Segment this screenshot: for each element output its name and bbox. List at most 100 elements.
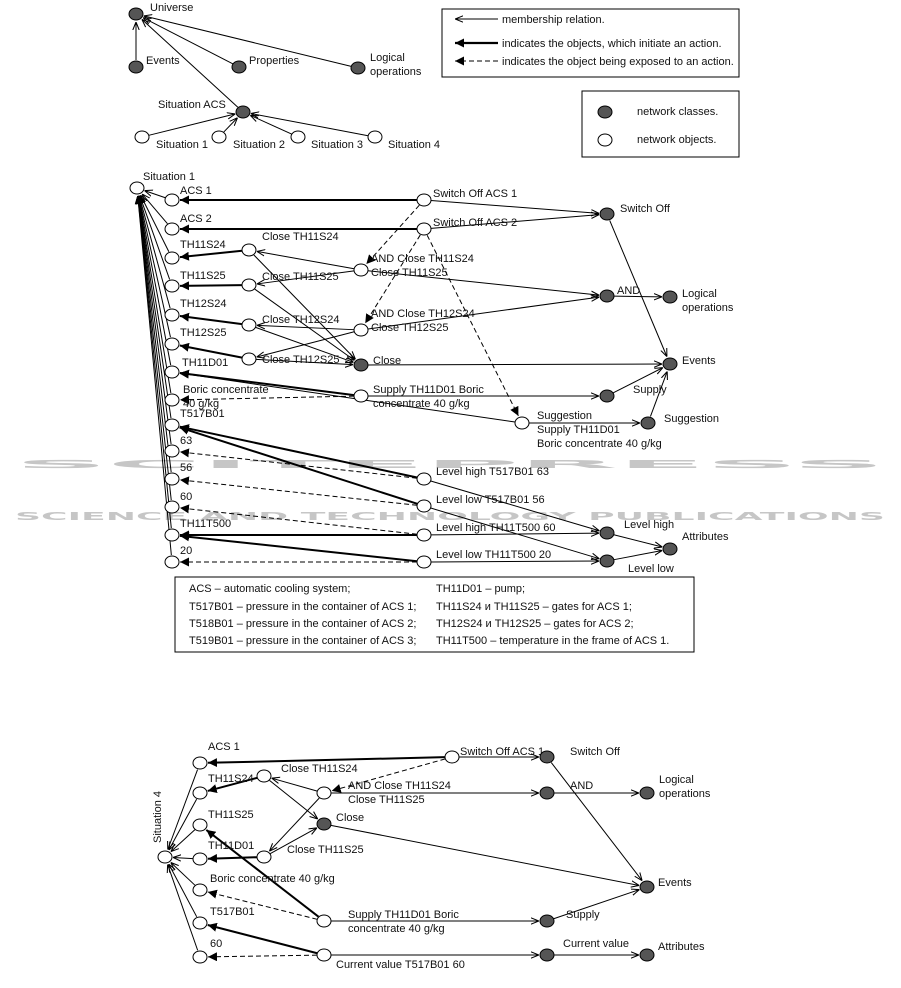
object-node-circle[interactable] [192, 916, 208, 930]
class-node-circle[interactable] [639, 880, 655, 894]
object-node-circle[interactable] [416, 193, 432, 207]
node-top_events[interactable]: Events [128, 55, 180, 74]
object-node-circle[interactable] [416, 222, 432, 236]
object-node-circle[interactable] [416, 528, 432, 542]
class-node-circle[interactable] [231, 60, 247, 74]
node-t517[interactable]: T517B01 [164, 408, 225, 432]
object-node-circle[interactable] [157, 850, 173, 864]
node-sit2a[interactable]: Situation 2 [211, 130, 285, 151]
node-swoff2[interactable]: Switch Off ACS 2 [416, 217, 517, 236]
class-node-circle[interactable] [640, 416, 656, 430]
class-node-circle[interactable] [539, 914, 555, 928]
class-node-circle[interactable] [539, 786, 555, 800]
class-node-circle[interactable] [316, 817, 332, 831]
node-b_cv[interactable]: Current value T517B01 60 [316, 948, 465, 971]
node-v20[interactable]: 20 [164, 545, 192, 569]
node-c1225[interactable]: Close TH12S25 [241, 352, 339, 366]
object-node-circle[interactable] [316, 948, 332, 962]
object-node-circle[interactable] [192, 786, 208, 800]
object-node-circle[interactable] [164, 279, 180, 293]
class-node-circle[interactable] [128, 7, 144, 21]
node-b_swoff[interactable]: Switch Off ACS 1 [444, 746, 544, 764]
object-node-circle[interactable] [164, 500, 180, 514]
object-node-circle[interactable] [353, 263, 369, 277]
node-sitacs[interactable]: Situation ACS [158, 99, 251, 119]
class-node-circle[interactable] [539, 750, 555, 764]
node-th11d01[interactable]: TH11D01 [164, 357, 228, 379]
object-node-circle[interactable] [164, 365, 180, 379]
class-node-circle[interactable] [662, 357, 678, 371]
node-s4[interactable]: Situation 4 [152, 791, 173, 864]
object-node-circle[interactable] [353, 389, 369, 403]
class-node-circle[interactable] [599, 526, 615, 540]
node-th11s24[interactable]: TH11S24 [164, 239, 226, 265]
object-node-circle[interactable] [134, 130, 150, 144]
object-node-circle[interactable] [192, 950, 208, 964]
object-node-circle[interactable] [256, 769, 272, 783]
node-b_t517[interactable]: T517B01 [192, 906, 255, 930]
class-node-circle[interactable] [639, 786, 655, 800]
node-sit4a[interactable]: Situation 4 [367, 130, 440, 151]
object-node-circle[interactable] [353, 323, 369, 337]
node-b_th11s25[interactable]: TH11S25 [192, 809, 254, 832]
node-sit3a[interactable]: Situation 3 [290, 130, 363, 151]
node-b_andcls[interactable]: AND [539, 780, 593, 800]
node-b_th11d01[interactable]: TH11D01 [192, 840, 254, 866]
object-node-circle[interactable] [192, 883, 208, 897]
node-evcls[interactable]: Events [662, 355, 716, 371]
class-node-circle[interactable] [639, 948, 655, 962]
node-ll56[interactable]: Level low T517B01 56 [416, 494, 545, 513]
class-node-circle[interactable] [599, 554, 615, 568]
node-b_c25[interactable]: Close TH11S25 [256, 844, 364, 864]
object-node-circle[interactable] [164, 193, 180, 207]
class-node-circle[interactable] [350, 61, 366, 75]
node-th12s25[interactable]: TH12S25 [164, 327, 226, 351]
node-closecls[interactable]: Close [353, 355, 401, 372]
object-node-circle[interactable] [416, 499, 432, 513]
object-node-circle[interactable] [256, 850, 272, 864]
object-node-circle[interactable] [241, 318, 257, 332]
node-sit1a[interactable]: Situation 1 [134, 130, 208, 151]
object-node-circle[interactable] [164, 337, 180, 351]
node-th11s25[interactable]: TH11S25 [164, 270, 226, 293]
object-node-circle[interactable] [290, 130, 306, 144]
node-lh60[interactable]: Level high TH11T500 60 [416, 522, 555, 542]
object-node-circle[interactable] [164, 393, 180, 407]
object-node-circle[interactable] [444, 750, 460, 764]
object-node-circle[interactable] [192, 818, 208, 832]
node-b_swoffcls[interactable]: Switch Off [539, 746, 621, 764]
object-node-circle[interactable] [241, 352, 257, 366]
node-b_cvcls[interactable]: Current value [539, 938, 629, 962]
object-node-circle[interactable] [164, 528, 180, 542]
node-b_th11s24[interactable]: TH11S24 [192, 773, 254, 800]
node-c25[interactable]: Close TH11S25 [241, 271, 339, 292]
node-b_evcls[interactable]: Events [639, 877, 692, 894]
node-sugcls[interactable]: Suggestion [640, 413, 719, 430]
node-v60[interactable]: 60 [164, 491, 192, 514]
node-lhcls[interactable]: Level high [599, 519, 674, 540]
object-node-circle[interactable] [164, 418, 180, 432]
node-swoff1[interactable]: Switch Off ACS 1 [416, 188, 517, 207]
node-universe[interactable]: Universe [128, 2, 193, 21]
node-b_boric[interactable]: Boric concentrate 40 g/kg [192, 873, 335, 897]
node-c24[interactable]: Close TH11S24 [241, 231, 339, 257]
node-ll20[interactable]: Level low TH11T500 20 [416, 549, 551, 569]
object-node-circle[interactable] [164, 472, 180, 486]
object-node-circle[interactable] [514, 416, 530, 430]
class-node-circle[interactable] [662, 542, 678, 556]
class-node-circle[interactable] [599, 389, 615, 403]
node-b_acs1[interactable]: ACS 1 [192, 741, 240, 770]
node-supcls[interactable]: Supply [599, 384, 667, 403]
node-th12s24[interactable]: TH12S24 [164, 298, 226, 322]
node-top_props[interactable]: Properties [231, 55, 300, 74]
object-node-circle[interactable] [241, 243, 257, 257]
